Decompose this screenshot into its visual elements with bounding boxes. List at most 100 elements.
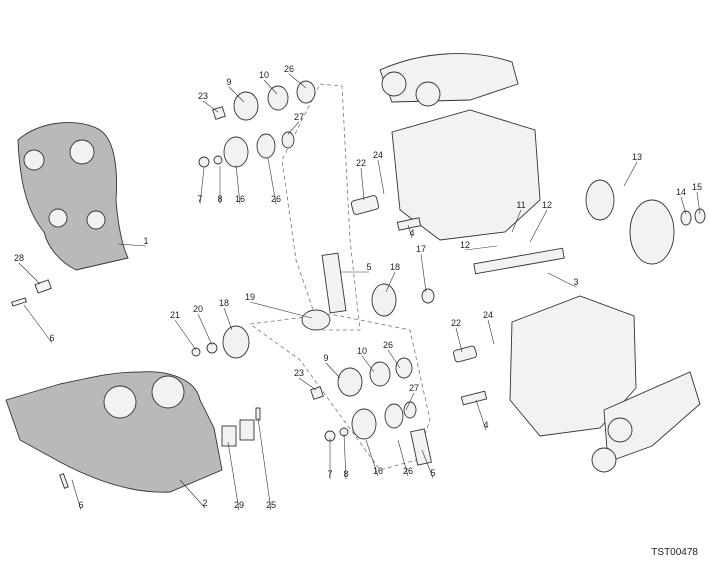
callout-label-c7a: 7 — [197, 194, 202, 204]
callout-label-c4a: 4 — [409, 228, 414, 238]
callout-leader-c28 — [18, 262, 41, 285]
upper-pulley-stack — [198, 80, 316, 168]
cylinder-head-lower — [509, 295, 701, 473]
callout-label-c7b: 7 — [327, 469, 332, 479]
callout-label-c22b: 22 — [451, 318, 461, 328]
callout-leader-c4b — [475, 399, 487, 431]
callout-leader-c5b — [421, 449, 434, 479]
callout-label-c5a: 5 — [366, 262, 371, 272]
callout-leader-c12a — [529, 209, 548, 243]
callout-leader-c21 — [174, 319, 197, 351]
lower-belt-cover — [5, 371, 223, 493]
callout-label-c20: 20 — [193, 304, 203, 314]
callout-label-c28: 28 — [14, 253, 24, 263]
callout-label-c26c: 26 — [383, 340, 393, 350]
callout-label-c9b: 9 — [323, 353, 328, 363]
diagram-code: TST00478 — [651, 547, 698, 558]
callout-label-c9a: 9 — [226, 77, 231, 87]
callout-label-c27b: 27 — [409, 383, 419, 393]
shafts-and-studs — [350, 195, 565, 406]
callout-leader-c23a — [202, 100, 219, 113]
callout-label-c10a: 10 — [259, 70, 269, 80]
callout-leader-c16a — [235, 164, 241, 205]
callout-leader-c3 — [547, 272, 577, 288]
callout-label-c10b: 10 — [357, 346, 367, 356]
callout-leader-c18b — [223, 307, 233, 331]
callout-leader-c20 — [197, 313, 213, 346]
callout-leader-c14 — [680, 196, 687, 215]
callout-label-c8b: 8 — [343, 469, 348, 479]
callout-leader-c26c — [387, 349, 401, 369]
callout-label-c27a: 27 — [294, 112, 304, 122]
callout-label-c23b: 23 — [294, 368, 304, 378]
lower-pulley-stack — [310, 357, 417, 442]
callout-label-c8a: 8 — [217, 194, 222, 204]
callout-leader-c13 — [623, 161, 638, 187]
callout-label-c26d: 26 — [403, 466, 413, 476]
callout-leader-c9b — [325, 362, 341, 379]
callout-leader-c17 — [420, 253, 427, 293]
callout-leader-c24a — [377, 159, 385, 195]
callout-leader-c22a — [360, 167, 365, 201]
callout-label-c29: 29 — [234, 500, 244, 510]
callout-leader-c8b — [343, 433, 347, 480]
callout-leader-c25 — [257, 417, 272, 511]
callout-label-c25: 25 — [266, 500, 276, 510]
callout-label-c6b: 6 — [78, 500, 83, 510]
callout-leader-c10a — [263, 79, 278, 95]
gear-set — [585, 179, 706, 265]
callout-label-c21: 21 — [170, 310, 180, 320]
tensioner-and-idlers — [191, 252, 435, 466]
callout-label-c16a: 16 — [235, 194, 245, 204]
callout-leaders — [18, 73, 701, 511]
callout-label-c22a: 22 — [356, 158, 366, 168]
callout-leader-c24b — [487, 319, 495, 345]
callout-label-c5b: 5 — [430, 468, 435, 478]
callout-leader-c26a — [288, 73, 307, 89]
callout-leader-c26d — [397, 439, 409, 477]
callout-leader-c4a — [407, 224, 413, 239]
callout-leader-c19 — [249, 301, 313, 319]
callout-label-c12b: 12 — [460, 240, 470, 250]
callout-leader-c18a — [385, 271, 396, 293]
callout-label-c3: 3 — [573, 277, 578, 287]
callout-label-c12a: 12 — [542, 200, 552, 210]
callout-leader-c29 — [227, 441, 240, 511]
callout-label-c15: 15 — [692, 182, 702, 192]
callout-leader-c6b — [71, 479, 82, 511]
callout-leader-c22b — [455, 327, 463, 353]
callout-leader-c12b — [464, 245, 498, 251]
callout-label-c18b: 18 — [219, 298, 229, 308]
callout-label-c24a: 24 — [373, 150, 383, 160]
callout-label-c16b: 16 — [373, 466, 383, 476]
callout-label-c6a: 6 — [49, 333, 54, 343]
callout-leader-c16b — [365, 439, 379, 477]
callout-label-c23a: 23 — [198, 91, 208, 101]
callout-leader-c1 — [117, 243, 147, 247]
callout-leader-c2 — [179, 479, 206, 509]
callout-leader-c27a — [287, 121, 300, 135]
upper-belt-cover — [17, 122, 129, 271]
callout-label-c24b: 24 — [483, 310, 493, 320]
callout-label-c18a: 18 — [390, 262, 400, 272]
callout-leader-c15 — [696, 191, 701, 215]
callout-leader-c9a — [228, 86, 245, 103]
callout-leader-c23b — [298, 377, 317, 391]
callout-leader-c27b — [405, 392, 415, 411]
callout-leader-c10b — [361, 355, 375, 373]
callout-leader-c7a — [199, 167, 205, 205]
callout-label-c4b: 4 — [483, 420, 488, 430]
callout-leader-c6a — [23, 304, 53, 344]
callout-label-c26b: 26 — [271, 194, 281, 204]
callout-label-c14: 14 — [676, 187, 686, 197]
callout-label-c26a: 26 — [284, 64, 294, 74]
callout-label-c19: 19 — [245, 292, 255, 302]
callout-label-c11: 11 — [516, 200, 525, 210]
callout-label-c13: 13 — [632, 152, 642, 162]
callout-leader-c26b — [267, 157, 277, 205]
callout-label-c17: 17 — [416, 244, 426, 254]
cylinder-head-upper — [379, 53, 541, 241]
callout-label-c1: 1 — [143, 236, 148, 246]
